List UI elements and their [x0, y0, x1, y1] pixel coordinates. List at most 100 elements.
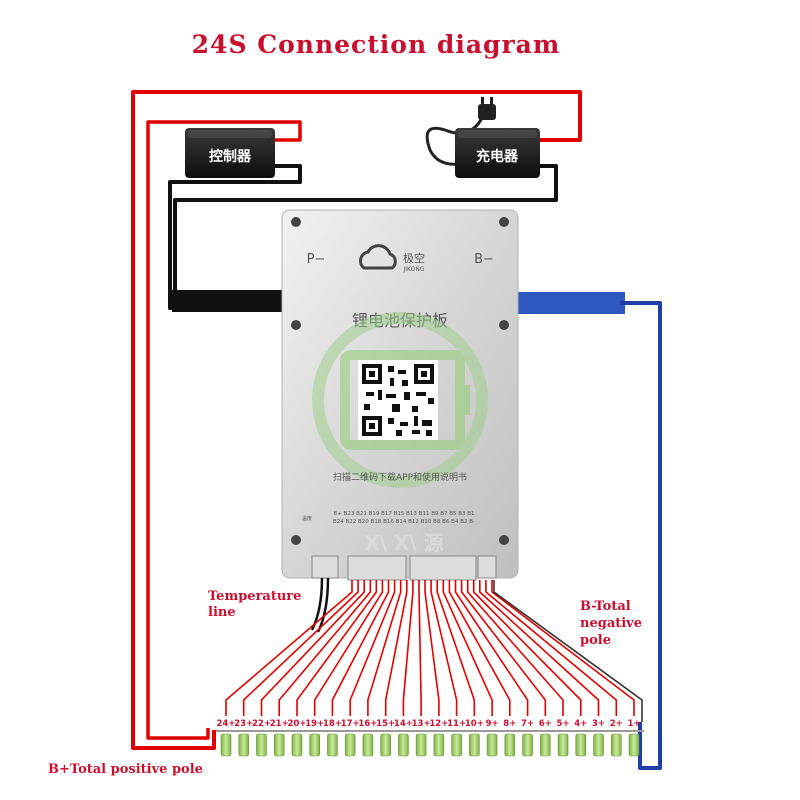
brand-en: JIKONG [402, 266, 424, 273]
cell-label: 12+ [429, 719, 448, 729]
temperature-line-label: Temperature [208, 589, 301, 604]
battery-cells: 24+23+22+21+20+19+18+17+16+15+14+13+12+1… [216, 719, 644, 757]
screw-icon [499, 320, 509, 330]
cell-bus-top [216, 730, 644, 732]
battery-cell [344, 733, 356, 757]
cloud-logo-icon [359, 244, 397, 270]
battery-cell [309, 733, 320, 757]
battery-cell [273, 733, 285, 757]
balance-connector-left [347, 555, 407, 581]
balance-wire [442, 580, 493, 716]
red-controller-wire [146, 120, 302, 740]
screw-icon [499, 217, 509, 227]
balance-wire [479, 580, 600, 716]
balance-wire [424, 580, 440, 716]
battery-cell [291, 733, 303, 757]
red-main-wire [131, 90, 582, 750]
screw-icon [291, 217, 301, 227]
battery-cell [593, 733, 604, 757]
battery-cell [486, 733, 498, 757]
cell-label: 7+ [521, 719, 534, 729]
balance-wire [296, 580, 378, 716]
cell-label: 4+ [574, 719, 587, 729]
black-p-minus-wire [168, 164, 302, 310]
balance-wire [278, 580, 372, 716]
cell-label: 21+ [270, 719, 289, 729]
balance-wire [454, 580, 529, 716]
balance-wire [331, 580, 390, 716]
balance-wire [349, 580, 396, 716]
controller-box: 控制器 [185, 128, 275, 178]
p-minus-label: P− [307, 252, 326, 267]
b-minus-balance-wire [493, 580, 643, 722]
battery-cell [451, 733, 462, 757]
battery-watermark-icon [312, 312, 488, 488]
balance-wire [402, 580, 414, 716]
battery-cell [362, 733, 374, 757]
battery-cell [522, 733, 533, 757]
battery-cell [469, 733, 480, 757]
cell-label: 6+ [539, 719, 552, 729]
blue-b-minus-wire [620, 301, 662, 770]
balance-wire [242, 580, 359, 716]
cell-label: 20+ [287, 719, 306, 729]
temp-connector [311, 555, 339, 579]
balance-wire [367, 580, 402, 716]
cell-label: 9+ [486, 719, 499, 729]
battery-cell [557, 733, 569, 757]
balance-wire [460, 580, 547, 716]
cell-label: 16+ [358, 719, 377, 729]
balance-wire [466, 580, 564, 716]
battery-cell [220, 733, 232, 757]
brand-cn: 极空 [403, 251, 425, 265]
cell-label: 22+ [252, 719, 271, 729]
b-total-negative-label: B-Total [580, 599, 631, 614]
pin-row-1: B+ B23 B21 B19 B17 B15 B13 B11 B9 B7 B5 … [333, 511, 474, 517]
battery-cell [327, 733, 338, 757]
cell-label: 5+ [557, 719, 570, 729]
cell-label: 17+ [341, 719, 360, 729]
balance-wire [448, 580, 511, 716]
balance-wire [485, 580, 618, 716]
charger-label: 充电器 [476, 148, 519, 165]
battery-cell [628, 733, 640, 757]
b-total-negative-label-3: pole [580, 633, 611, 648]
qr-code [358, 360, 438, 440]
bms-board: P− B− 极空 JIKONG 锂电池保护板 [281, 209, 519, 581]
balance-connector-tail [477, 555, 497, 579]
battery-cell [398, 733, 409, 757]
battery-cell [433, 733, 445, 757]
balance-wire [384, 580, 408, 716]
battery-cell [575, 733, 587, 757]
p-minus-cable [172, 290, 288, 312]
controller-label: 控制器 [209, 148, 252, 165]
screw-icon [499, 535, 509, 545]
battery-cell [380, 733, 391, 757]
battery-cell [504, 733, 516, 757]
temperature-wire [310, 577, 324, 631]
black-charger-wire [173, 164, 558, 300]
screw-icon [291, 320, 301, 330]
cell-label: 19+ [305, 719, 324, 729]
cell-label: 8+ [503, 719, 516, 729]
balance-wire [260, 580, 365, 716]
battery-cell [610, 733, 622, 757]
balance-wire [436, 580, 476, 716]
balance-wire [430, 580, 458, 716]
cell-label: 15+ [376, 719, 395, 729]
cell-label: 13+ [412, 719, 431, 729]
cell-label: 24+ [217, 719, 236, 729]
b-total-negative-label-2: negative [580, 616, 642, 631]
balance-wire [418, 580, 422, 716]
cell-label: 1+ [627, 719, 640, 729]
temp-mark: 温度 [302, 515, 312, 522]
diagram-title: 24S Connection diagram [192, 30, 561, 59]
temperature-line-label-2: line [208, 605, 236, 620]
screw-icon [291, 535, 301, 545]
balance-wire [491, 580, 635, 716]
balance-connector-right [409, 555, 477, 581]
pin-row-2: B24 B22 B20 B18 B16 B14 B12 B10 B8 B6 B4… [333, 519, 475, 525]
cell-label: 2+ [610, 719, 623, 729]
battery-cell [256, 733, 267, 757]
